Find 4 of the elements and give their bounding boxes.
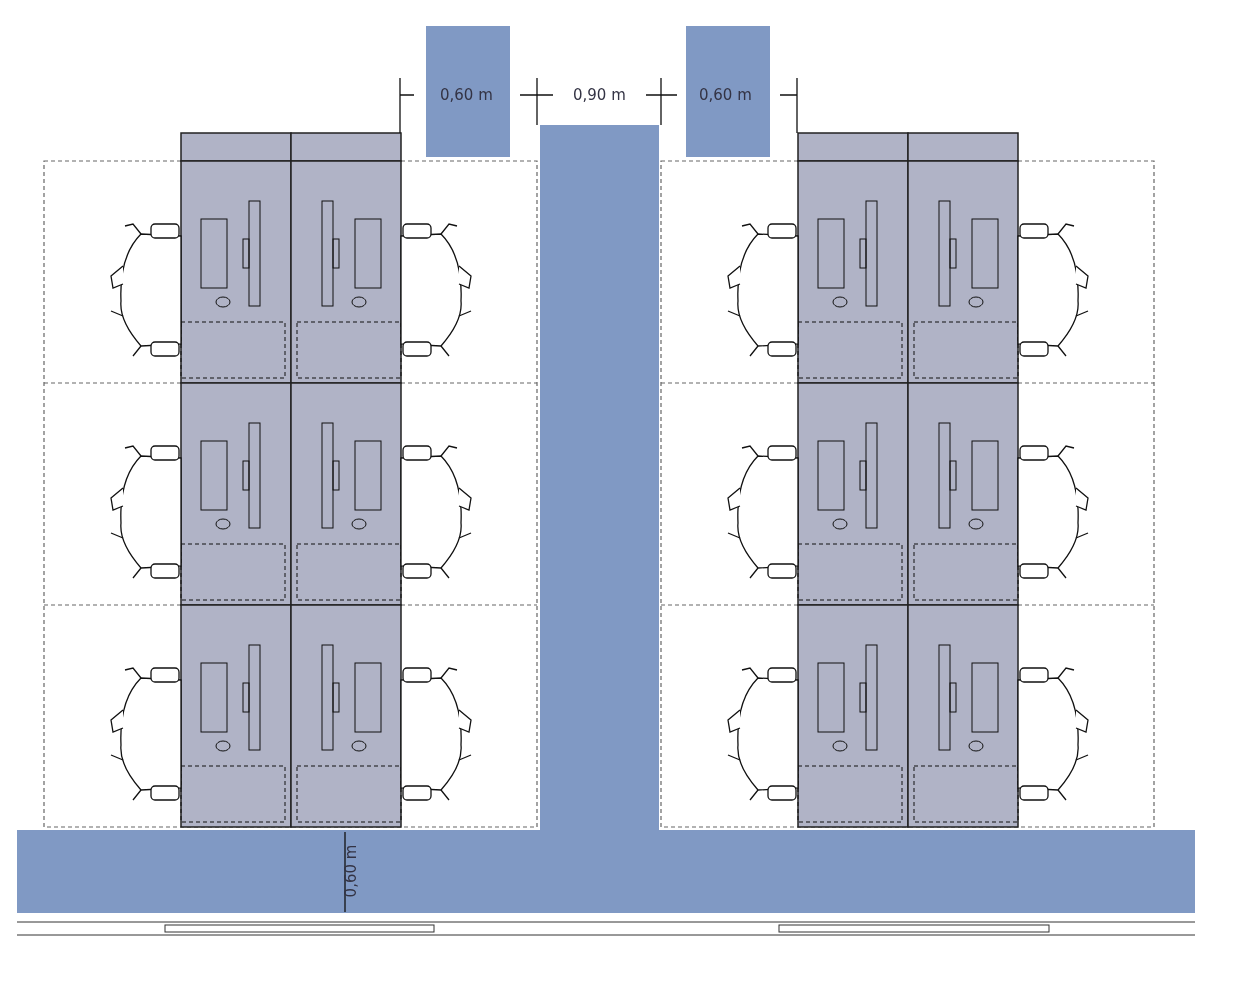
dimension-label: 0,60 m	[440, 86, 493, 104]
dimension-label: 0,60 m	[699, 86, 752, 104]
dimension-label: 0,60 m	[342, 844, 361, 898]
dimension-label: 0,90 m	[573, 86, 626, 104]
